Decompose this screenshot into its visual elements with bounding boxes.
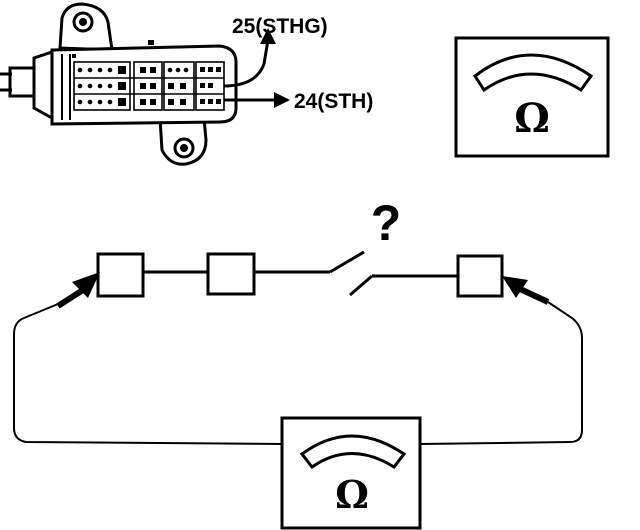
pin-25-arrowhead [260, 28, 276, 44]
probe-right [502, 276, 550, 305]
pin-24-arrowhead [274, 92, 290, 108]
pin-25-lead [223, 28, 276, 88]
ohmmeter-top: Ω [454, 36, 610, 158]
wire-left-loop [13, 303, 283, 445]
ohmmeter-top-scale [472, 53, 594, 93]
ohmmeter-bottom-ohm-icon: Ω [335, 472, 369, 517]
switch-contact [349, 274, 373, 297]
ohmmeter-bottom: Ω [280, 416, 422, 530]
component-box-b [206, 252, 256, 296]
probe-right-arrowhead [502, 276, 528, 298]
wire-right-loop [419, 301, 583, 445]
pin-24-label: 24(STH) [294, 90, 373, 113]
ohmmeter-bottom-scale [299, 434, 407, 470]
ohmmeter-top-ohm-icon: Ω [514, 95, 550, 142]
probe-left-arrowhead [72, 272, 100, 298]
ohmmeter-top-body [454, 36, 610, 158]
switch-unknown-mark: ? [371, 195, 402, 251]
connector [0, 2, 238, 166]
component-box-c [456, 254, 504, 298]
circuit [13, 250, 583, 445]
pin-24-lead [224, 92, 290, 108]
pin-25-label: 25(STHG) [232, 15, 328, 38]
probe-left [56, 272, 100, 309]
component-box-a [96, 252, 145, 298]
switch-blade [329, 250, 365, 274]
